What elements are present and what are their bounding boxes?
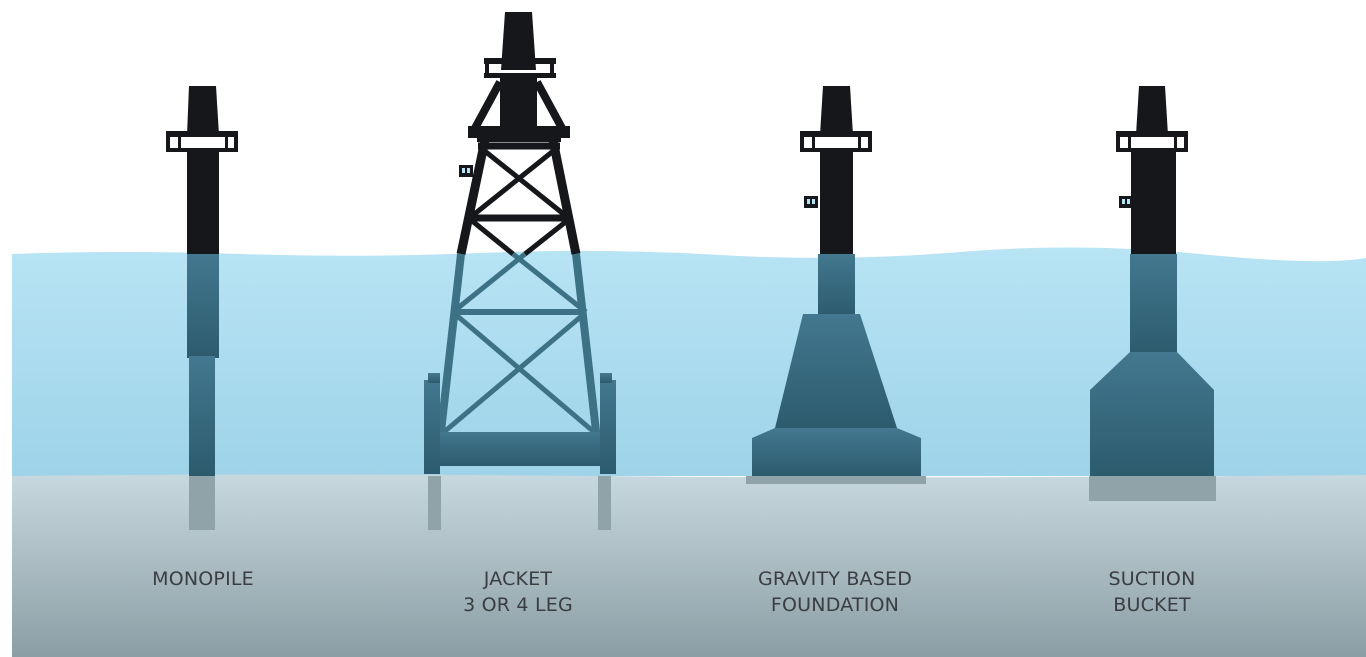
label-monopile-line-1: MONOPILE — [152, 568, 254, 590]
label-jacket-line-2: 3 OR 4 LEG — [463, 594, 573, 616]
monopile-structure — [166, 86, 238, 530]
label-monopile: MONOPILE — [73, 566, 333, 592]
gravity-based-foundation-structure — [746, 86, 926, 484]
label-suction-line-1: SUCTION — [1108, 568, 1196, 590]
label-gravity-based-foundation: GRAVITY BASED FOUNDATION — [705, 566, 965, 618]
suction-bucket-structure — [1089, 86, 1216, 501]
label-gravity-line-1: GRAVITY BASED — [757, 568, 913, 590]
label-jacket: JACKET 3 OR 4 LEG — [388, 566, 648, 618]
jacket-structure — [424, 12, 616, 530]
label-suction-line-2: BUCKET — [1113, 594, 1191, 616]
label-gravity-line-2: FOUNDATION — [770, 594, 900, 616]
seabed — [12, 474, 1366, 657]
label-jacket-line-1: JACKET — [483, 568, 553, 590]
label-suction-bucket: SUCTION BUCKET — [1022, 566, 1282, 618]
sea-water — [12, 247, 1366, 476]
